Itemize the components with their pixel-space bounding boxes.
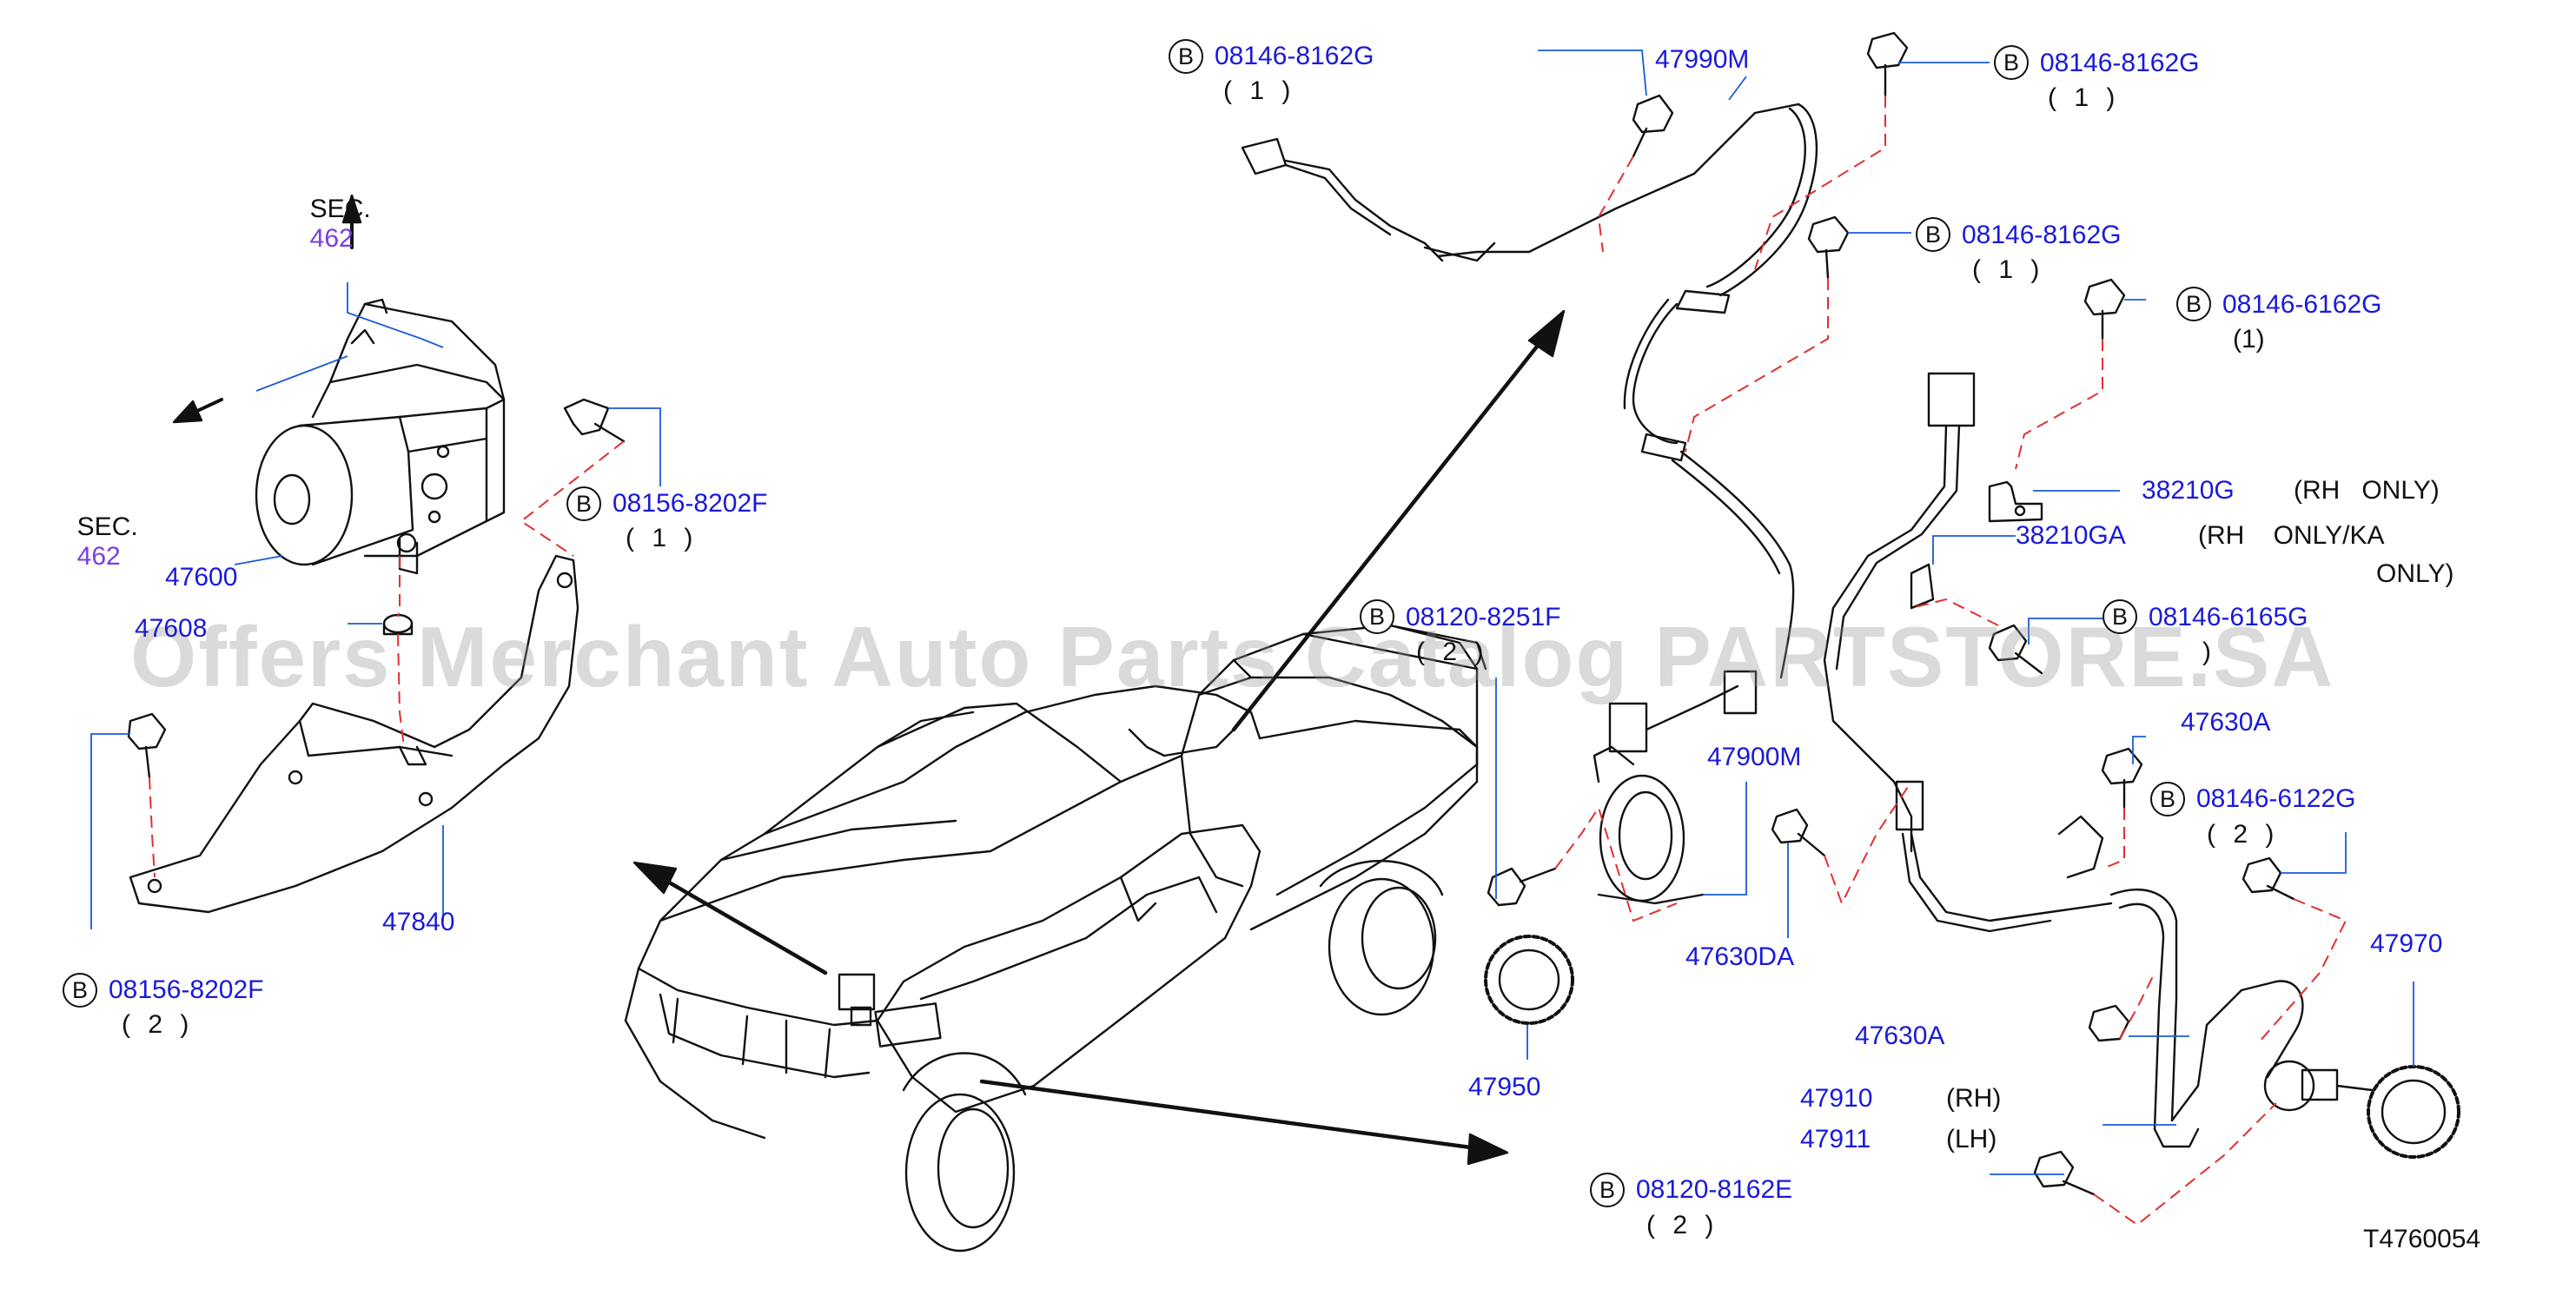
section-ref-number[interactable]: 462 (76, 542, 121, 571)
b-marker-icon: B (1994, 45, 2029, 80)
callout-47970[interactable]: 47970 (2370, 929, 2443, 958)
callout-qty: ( 2 ) (1646, 1211, 1719, 1239)
callout-qty: ( 2 ) (2207, 820, 2280, 849)
section-ref-top: SEC. 462 (295, 165, 371, 254)
b-marker-icon: B (2103, 599, 2137, 634)
callout-note: (RH ONLY/KA (2198, 521, 2385, 550)
callout-08156-8202F-b[interactable]: 08156-8202F (109, 975, 264, 1004)
callout-08146-6122G[interactable]: 08146-6122G (2196, 784, 2356, 813)
callout-47990M[interactable]: 47990M (1655, 45, 1750, 74)
callout-qty: ( 1 ) (1223, 76, 1296, 105)
diagram-code: T4760054 (2363, 1225, 2481, 1253)
callout-note: ONLY) (2376, 559, 2454, 588)
watermark: Offers Merchant Auto Parts Catalog PARTS… (130, 609, 2335, 704)
section-ref-prefix: SEC. (76, 512, 138, 541)
callout-qty: ( 2 ) (1416, 638, 1489, 666)
abs-actuator-illustration (256, 300, 504, 573)
callout-08146-6162G[interactable]: 08146-6162G (2222, 290, 2382, 319)
callout-47911[interactable]: 47911 (1800, 1125, 1871, 1153)
callout-47840[interactable]: 47840 (382, 908, 455, 936)
callout-47630A-bottom[interactable]: 47630A (1855, 1021, 1945, 1050)
callout-note: (LH) (1946, 1125, 1997, 1153)
b-marker-icon: B (566, 486, 601, 521)
callout-47950[interactable]: 47950 (1468, 1073, 1541, 1101)
leader-lines (91, 50, 2414, 1174)
callout-qty: ( 1 ) (2048, 83, 2121, 112)
b-marker-icon: B (1590, 1173, 1625, 1207)
sensor-rotor-47950 (1486, 936, 1573, 1023)
callout-08146-6165G[interactable]: 08146-6165G (2149, 603, 2308, 631)
assembly-lines (149, 96, 2346, 1225)
pickup-truck-illustration (626, 625, 1486, 1251)
bolts (1633, 33, 2294, 1194)
section-ref-prefix: SEC. (309, 195, 371, 223)
callout-47600[interactable]: 47600 (165, 563, 238, 592)
b-marker-icon: B (1916, 217, 1950, 252)
callout-08120-8162E[interactable]: 08120-8162E (1636, 1175, 1793, 1204)
callout-qty: ( 1 ) (626, 524, 699, 552)
sensor-47900M (1594, 686, 1738, 903)
b-marker-icon: B (2176, 287, 2211, 321)
callout-qty: ( 1 ) (1972, 255, 2045, 284)
callout-08156-8202F-a[interactable]: 08156-8202F (613, 489, 768, 518)
section-ref-left: SEC. 462 (63, 483, 138, 572)
b-marker-icon: B (1360, 599, 1394, 634)
callout-qty: ( 2 ) (122, 1010, 195, 1039)
callout-08146-8162G-c[interactable]: 08146-8162G (1962, 221, 2122, 249)
callout-38210GA[interactable]: 38210GA (2016, 521, 2126, 550)
b-marker-icon: B (1169, 39, 1203, 74)
callout-qty: (1) (2233, 325, 2265, 354)
callout-qty: ) (2202, 638, 2211, 666)
harness-47990M (1242, 104, 1817, 713)
sensor-rotor-47970 (2368, 1067, 2459, 1157)
callout-47900M[interactable]: 47900M (1707, 743, 1802, 771)
callout-47630DA[interactable]: 47630DA (1685, 942, 1795, 971)
callout-08146-8162G-a[interactable]: 08146-8162G (1215, 42, 1374, 70)
callout-47630A-top[interactable]: 47630A (2181, 708, 2271, 737)
b-marker-icon: B (63, 973, 97, 1008)
arrows (174, 195, 1564, 1164)
section-ref-number[interactable]: 462 (309, 224, 354, 253)
harness-rear (1824, 373, 2372, 1147)
callout-note: (RH ONLY) (2294, 476, 2440, 505)
callout-47608[interactable]: 47608 (135, 614, 208, 643)
callout-08120-8251F[interactable]: 08120-8251F (1406, 603, 1561, 631)
abs-bracket-illustration (130, 556, 578, 912)
callout-08146-8162G-b[interactable]: 08146-8162G (2040, 49, 2200, 77)
callout-38210G[interactable]: 38210G (2142, 476, 2235, 505)
b-marker-icon: B (2150, 782, 2185, 816)
callout-47910[interactable]: 47910 (1800, 1084, 1873, 1113)
callout-note: (RH) (1946, 1084, 2002, 1113)
